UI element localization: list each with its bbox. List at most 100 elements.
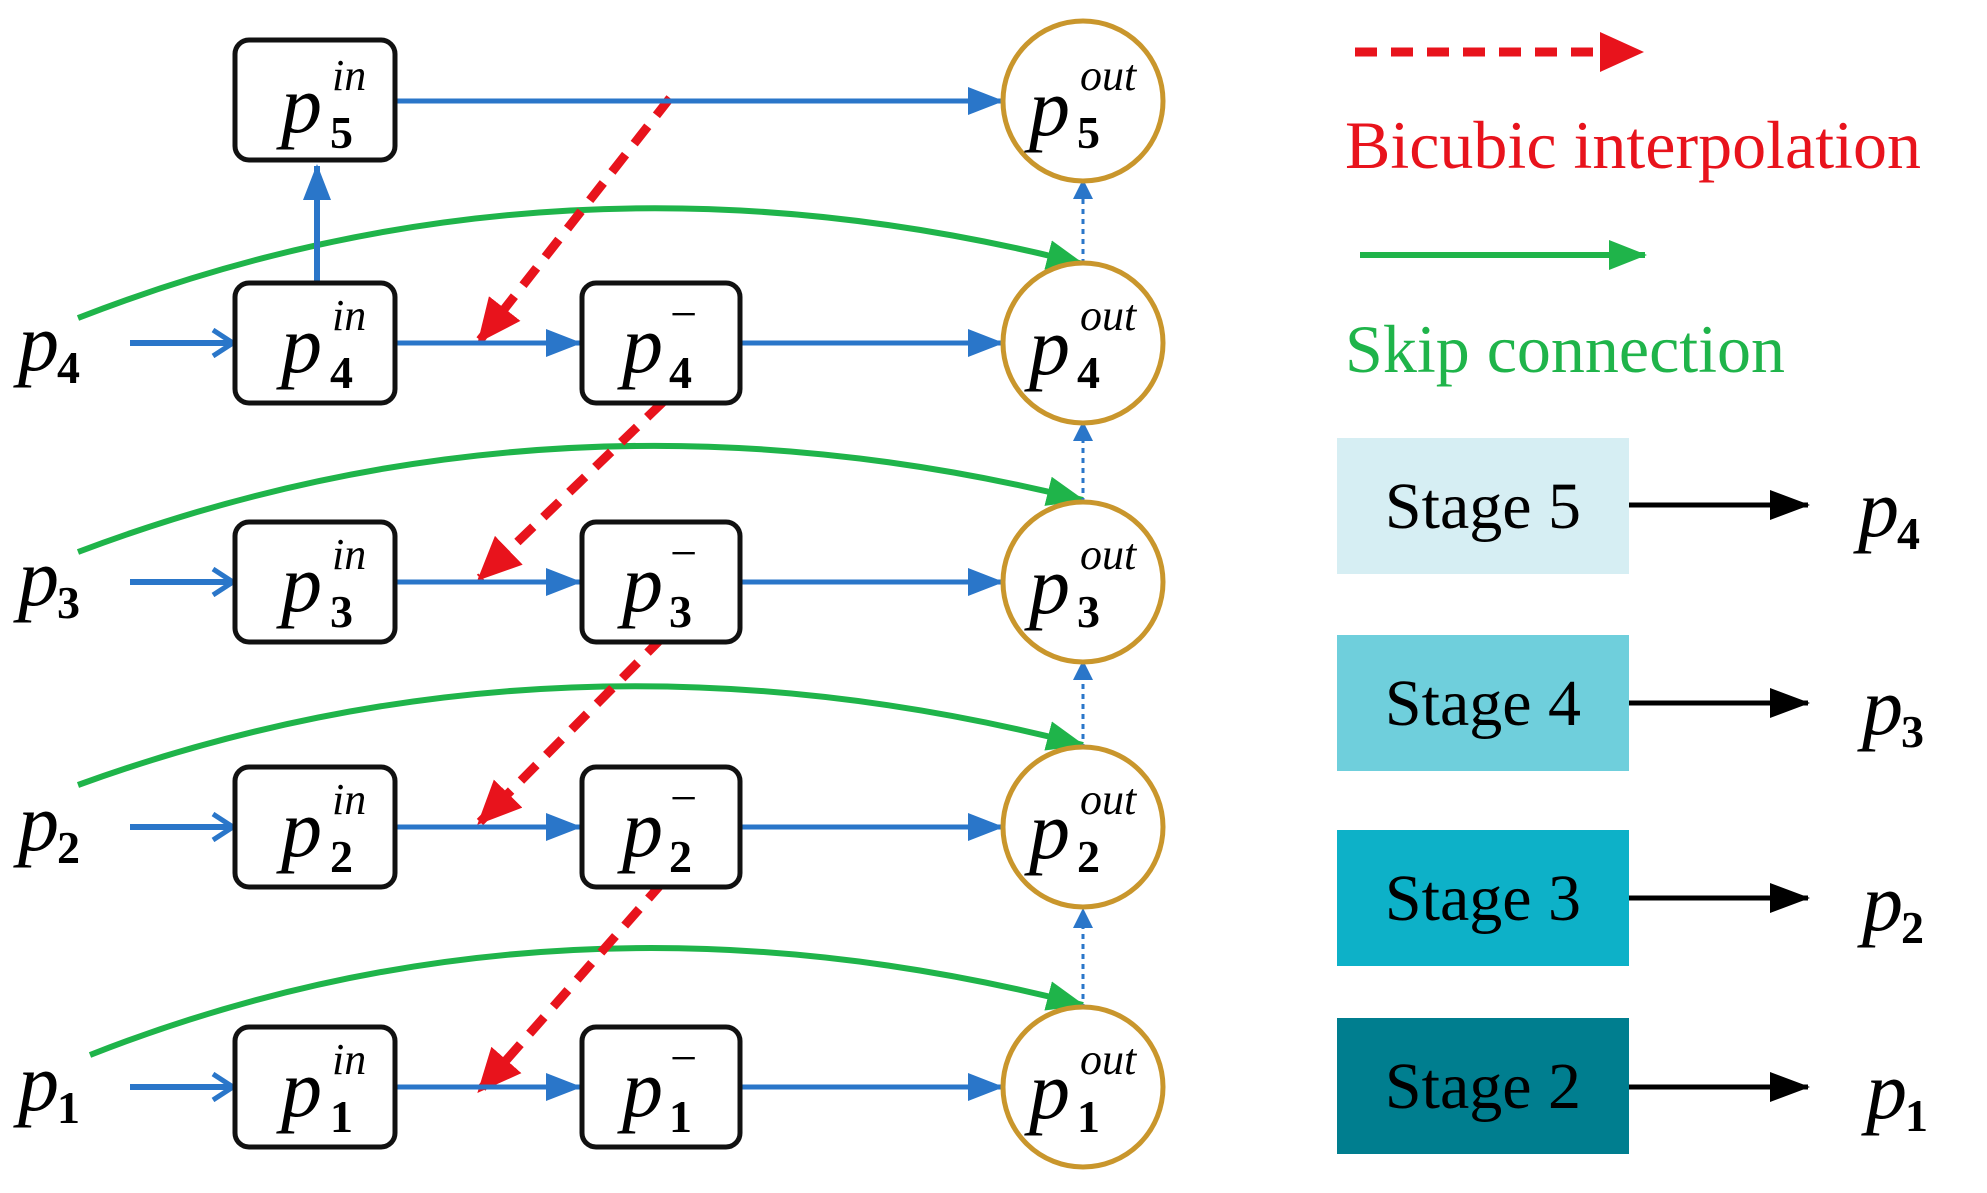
- node-p4-in-sub: 4: [330, 347, 353, 398]
- node-p4-out-sub: 4: [1077, 347, 1100, 398]
- node-p1-in-sup: in: [332, 1035, 366, 1084]
- node-p2-in: [232, 764, 398, 890]
- svg-text:p: p: [276, 59, 322, 150]
- node-p1-out-symbol: p: [1024, 1045, 1070, 1136]
- node-p1-in-sub: 1: [330, 1091, 353, 1142]
- input-p4-sub: 4: [57, 342, 80, 393]
- node-p5-out-sub: 5: [1077, 107, 1100, 158]
- node-p1-minus-sub: 1: [669, 1091, 692, 1142]
- node-p1-minus-symbol: p: [617, 1043, 663, 1134]
- node-p4-minus-sup: −: [670, 288, 697, 341]
- node-p1-out: [1000, 1004, 1166, 1170]
- node-p2-minus-sub: 2: [669, 831, 692, 882]
- skip-connection-1: [88, 945, 1085, 1058]
- node-p3-out: [1000, 499, 1166, 665]
- node-p3-minus: [579, 519, 743, 645]
- node-p5-in-sup: in: [332, 51, 366, 100]
- node-p3-minus-sup: −: [670, 527, 697, 580]
- bicubic-arrow-5: [476, 95, 674, 344]
- node-p3-in-symbol: p: [276, 538, 322, 629]
- node-p3-minus-sub: 3: [669, 586, 692, 637]
- node-p4-in-symbol: p: [276, 299, 322, 390]
- node-p5-in-sub: 5: [330, 107, 353, 158]
- node-p4-minus-symbol: p: [617, 299, 663, 390]
- node-p5-in: [232, 37, 398, 163]
- stage-4-row: Stage 4 p 3: [1337, 635, 1924, 771]
- input-p2-sub: 2: [57, 822, 80, 873]
- node-p4-minus: [579, 280, 743, 406]
- stage-2-label: Stage 2: [1385, 1050, 1581, 1123]
- row-5: p in 5 p out 5: [232, 18, 1166, 184]
- node-p4-out: [1000, 260, 1166, 426]
- node-p1-out-sup: out: [1080, 1035, 1138, 1084]
- node-p2-out: [1000, 744, 1166, 910]
- node-p4-in: [232, 280, 398, 406]
- node-p1-in-symbol: p: [276, 1043, 322, 1134]
- stage-3-row: Stage 3 p 2: [1337, 830, 1924, 966]
- node-p3-out-sub: 3: [1077, 586, 1100, 637]
- stage-2-box: [1337, 1018, 1629, 1154]
- node-p5-out-sup: out: [1080, 51, 1138, 100]
- node-p1-out-sub: 1: [1077, 1091, 1100, 1142]
- stage-4-box: [1337, 635, 1629, 771]
- node-p1-minus: [579, 1024, 743, 1150]
- node-p2-in-sub: 2: [330, 831, 353, 882]
- node-p4-out-sup: out: [1080, 291, 1138, 340]
- input-p1-symbol: p: [13, 1037, 59, 1128]
- node-p5-out-symbol: p: [1024, 62, 1070, 153]
- stage-3-label: Stage 3: [1385, 862, 1581, 935]
- bicubic-arrow-3: [476, 633, 667, 826]
- input-p1-sub: 1: [57, 1082, 80, 1133]
- bicubic-arrow-2: [476, 879, 667, 1094]
- input-p4-symbol: p: [13, 297, 59, 388]
- node-p3-out-sup: out: [1080, 530, 1138, 579]
- skip-connection-2: [76, 683, 1085, 788]
- node-p2-out-sup: out: [1080, 775, 1138, 824]
- node-p2-in-sup: in: [332, 775, 366, 824]
- node-p2-in-symbol: p: [276, 783, 322, 874]
- bicubic-arrow-4: [476, 398, 667, 582]
- connections: [76, 87, 1093, 1094]
- node-p3-minus-symbol: p: [617, 538, 663, 629]
- input-p3-symbol: p: [13, 532, 59, 623]
- legend-bicubic-label: Bicubic interpolation: [1345, 107, 1921, 183]
- skip-connection-3: [76, 442, 1085, 555]
- node-p3-out-symbol: p: [1024, 540, 1070, 631]
- stage-4-output-symbol: p: [1857, 661, 1903, 752]
- stage-3-output-sub: 2: [1901, 902, 1924, 953]
- stage-2-row: Stage 2 p 1: [1337, 1018, 1928, 1154]
- stage-4-label: Stage 4: [1385, 667, 1581, 740]
- stage-mapping: Stage 5 p 4 Stage 4 p 3 Stage 3 p 2 Stag…: [1337, 438, 1928, 1154]
- node-p3-in: [232, 519, 398, 645]
- stage-3-box: [1337, 830, 1629, 966]
- row-4: p 4 p in 4 p − 4 p out 4: [13, 260, 1166, 426]
- row-1: p 1 p in 1 p − 1 p out 1: [13, 1004, 1166, 1170]
- stage-5-output-sub: 4: [1897, 508, 1920, 559]
- stage-3-output-symbol: p: [1857, 857, 1903, 948]
- stage-2-output-sub: 1: [1905, 1090, 1928, 1141]
- node-p2-out-symbol: p: [1024, 785, 1070, 876]
- node-p2-minus: [579, 764, 743, 890]
- input-p2-symbol: p: [13, 777, 59, 868]
- node-p4-in-sup: in: [332, 291, 366, 340]
- stage-5-label: Stage 5: [1385, 470, 1581, 543]
- stage-2-output-symbol: p: [1861, 1045, 1907, 1136]
- node-p5-out: [1000, 18, 1166, 184]
- stage-5-box: [1337, 438, 1629, 574]
- row-2: p 2 p in 2 p − 2 p out 2: [13, 744, 1166, 910]
- node-p4-minus-sub: 4: [669, 347, 692, 398]
- legend: Bicubic interpolation Skip connection: [1345, 32, 1921, 387]
- node-p5-in-symbol: p: [276, 59, 322, 150]
- node-p3-in-sub: 3: [330, 586, 353, 637]
- node-p2-out-sub: 2: [1077, 831, 1100, 882]
- stage-5-output-symbol: p: [1853, 463, 1899, 554]
- row-3: p 3 p in 3 p − 3 p out 3: [13, 499, 1166, 665]
- legend-skip-label: Skip connection: [1345, 311, 1785, 387]
- skip-connection-4: [76, 205, 1085, 321]
- node-p4-out-symbol: p: [1024, 301, 1070, 392]
- stage-4-output-sub: 3: [1901, 706, 1924, 757]
- node-p3-in-sup: in: [332, 530, 366, 579]
- node-p2-minus-symbol: p: [617, 783, 663, 874]
- input-p3-sub: 3: [57, 577, 80, 628]
